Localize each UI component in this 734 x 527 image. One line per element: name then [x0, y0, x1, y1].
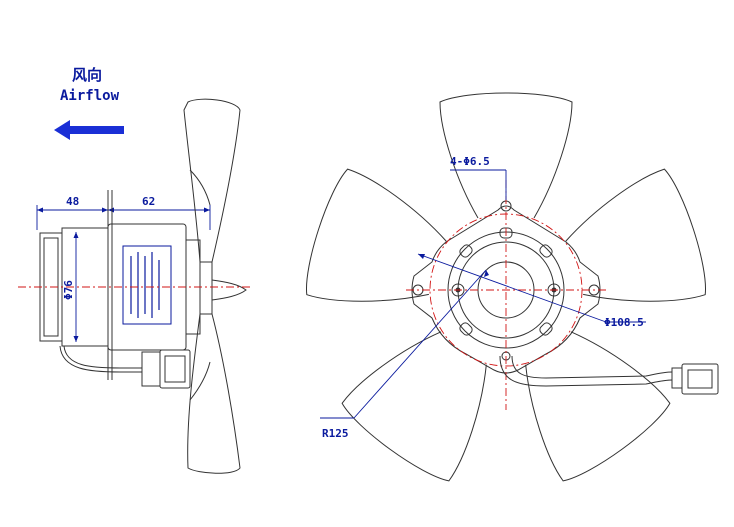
- hub-slots: [459, 227, 553, 336]
- side-connector-sleeve: [141, 351, 161, 387]
- front-connector-sleeve: [671, 367, 683, 389]
- blade-4: [341, 331, 487, 482]
- label-mount-holes: 4-Φ6.5: [450, 155, 490, 168]
- fan-blades: [306, 92, 706, 482]
- airflow-arrow-icon: [54, 120, 124, 140]
- dim-phi76: Φ76: [62, 280, 75, 300]
- label-radius: R125: [322, 427, 349, 440]
- dim-62: 62: [142, 195, 155, 208]
- front-dimensions: [320, 169, 646, 419]
- airflow-label-cn: 风向: [72, 66, 102, 84]
- dim-48: 48: [66, 195, 79, 208]
- blade-side-profile: [183, 98, 247, 474]
- blade-2: [565, 168, 706, 302]
- front-view: [306, 92, 719, 482]
- airflow-indicator: 风向 Airflow: [54, 66, 124, 140]
- label-hub-diameter: Φ108.5: [604, 316, 644, 329]
- mount-plate-outline: [411, 205, 601, 374]
- fan-hub-side: [199, 261, 213, 315]
- motor-nameplate: [122, 245, 172, 325]
- airflow-label-en: Airflow: [60, 88, 120, 104]
- side-connector: [159, 349, 191, 389]
- front-connector: [681, 363, 719, 395]
- blade-5: [306, 168, 447, 302]
- side-view: 48 62 Φ76: [18, 98, 250, 474]
- blade-3: [525, 331, 671, 482]
- nameplate-text-marks: [130, 252, 160, 318]
- blade-1: [439, 92, 573, 219]
